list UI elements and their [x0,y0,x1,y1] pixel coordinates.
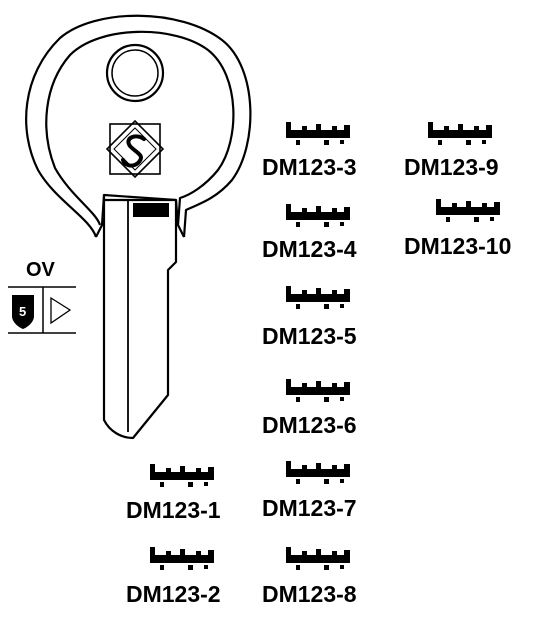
triangle-right-icon [50,296,72,325]
variant-item: DM123-3 [262,122,357,180]
keyway-profile-icon [286,461,350,484]
variant-code-label: DM123-4 [262,236,357,262]
keyway-profile-icon [150,547,214,570]
variant-code-label: DM123-9 [404,154,499,180]
variant-item: DM123-6 [262,379,357,438]
variant-list: DM123-1DM123-2DM123-3DM123-4DM123-5DM123… [126,122,511,607]
variant-item: DM123-4 [262,204,357,262]
side-indicator: OV 5 [8,259,76,334]
variant-item: DM123-5 [262,286,357,349]
variant-item: DM123-8 [262,547,357,607]
badge-number: 5 [19,304,26,319]
key-shoulder-left [95,194,106,238]
diamond-s-logo-icon [105,119,165,179]
keyway-profile-icon [436,199,500,222]
keyway-profile-icon [286,379,350,402]
shield-badge-icon [12,295,34,329]
variant-code-label: DM123-10 [404,233,511,259]
key-head-inner-outline [45,30,235,226]
keyway-profile-icon [286,547,350,570]
variant-item: DM123-9 [404,122,499,180]
variant-code-label: DM123-8 [262,581,357,607]
variant-code-label: DM123-2 [126,581,221,607]
key-blank [25,14,252,440]
variant-item: DM123-10 [404,199,511,259]
variant-code-label: DM123-7 [262,495,357,521]
variant-code-label: DM123-6 [262,412,357,438]
keyway-profile-icon [286,204,350,227]
variant-item: DM123-2 [126,547,221,607]
side-label: OV [26,259,56,281]
key-blade-outline [102,193,178,440]
keyway-profile-icon [286,286,350,309]
variant-item: DM123-1 [126,464,221,523]
key-head-outline [25,14,252,238]
variant-code-label: DM123-3 [262,154,357,180]
key-blade-notch [133,203,169,217]
variant-item: DM123-7 [262,461,357,521]
variant-code-label: DM123-5 [262,323,357,349]
keyway-profile-icon [428,122,492,145]
keyway-profile-icon [286,122,350,145]
key-ring-hole [105,43,165,103]
variant-code-label: DM123-1 [126,497,221,523]
key-ring-hole-inner [111,49,159,97]
keyway-profile-icon [150,464,214,487]
